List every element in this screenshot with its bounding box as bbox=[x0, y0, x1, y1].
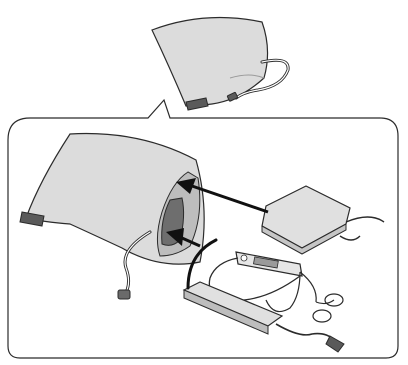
earphone-left bbox=[313, 310, 331, 322]
large-pouch-cord-stopper bbox=[118, 290, 130, 299]
remote-control-button bbox=[241, 255, 247, 261]
small-pouch-overview bbox=[152, 18, 288, 111]
